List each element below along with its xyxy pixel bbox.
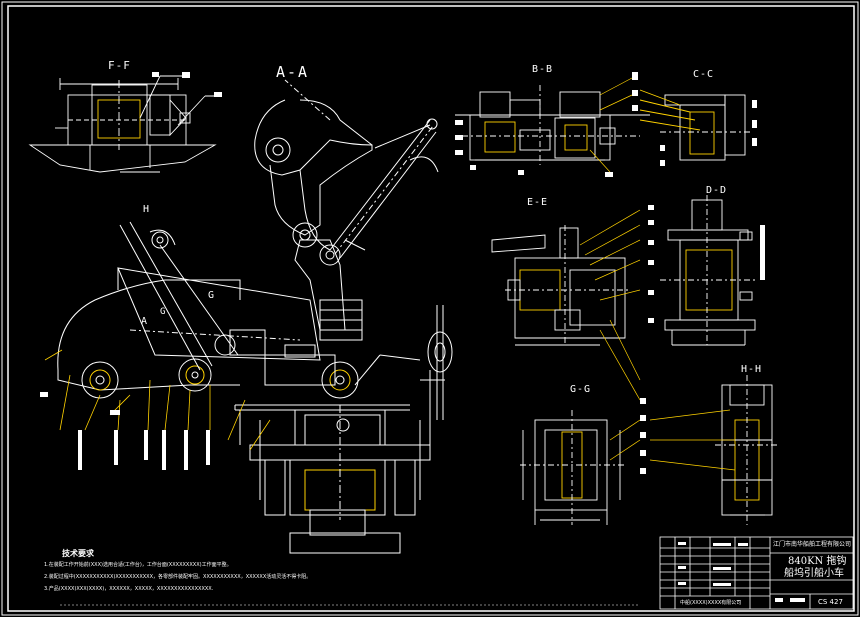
title-block-drawing-no: CS 427: [818, 598, 843, 606]
main-assembly: [57, 221, 453, 554]
title-block-fill: [678, 542, 805, 602]
section-label-ee: E-E: [527, 197, 549, 208]
bb-leaders: [589, 77, 633, 173]
section-label-aa: A-A: [276, 63, 310, 81]
bb-leader-tags: [455, 72, 638, 177]
title-block-company: 江门市南华船舶工程有限公司: [773, 541, 852, 548]
cc-tags: [660, 100, 757, 166]
view-letter-g1: G: [208, 290, 216, 301]
dd-tags: [648, 205, 765, 323]
view-dd: [660, 195, 756, 346]
ee-leaders: [579, 209, 641, 401]
section-label-bb: B-B: [532, 64, 554, 75]
notes-footer: 中船(XXXX)XXXX有限公司: [680, 600, 742, 606]
view-ee: [491, 225, 630, 346]
main-assembly-tags: [40, 392, 210, 470]
notes-line-1: 1.在装配工作开始前(XXX)选用合适(工作台)，工作台面(XXXXXXXXX)…: [44, 562, 232, 568]
title-block-title-1: 840KN 拖钩: [788, 556, 847, 567]
notes-line-2: 2.装配过程中(XXXXXXXXXXX)XXXXXXXXXXX，各零部件装配牢固…: [44, 574, 312, 580]
section-label-gg: G-G: [570, 384, 592, 395]
section-label-dd: D-D: [706, 185, 728, 196]
view-aa-hook: [254, 79, 439, 341]
view-gg: [520, 410, 625, 525]
notes-title: 技术要求: [62, 549, 94, 558]
view-letter-g2: G: [160, 307, 167, 317]
section-label-cc: C-C: [693, 69, 715, 80]
title-block-grid: [659, 536, 854, 610]
notes-line-3: 3.产品(XXXX)XXX(XXXX)，XXXXXX，XXXXX，XXXXXXX…: [44, 586, 214, 592]
view-hh: [715, 375, 780, 525]
view-letter-h: H: [143, 204, 151, 215]
view-letter-a: A: [141, 316, 149, 327]
title-block-title-2: 船坞引船小车: [784, 568, 844, 579]
view-cc: [639, 89, 750, 161]
gh-tags: [640, 398, 646, 474]
section-label-hh: H-H: [741, 364, 763, 375]
section-label-ff: F-F: [108, 59, 131, 72]
gh-leaders: [609, 409, 736, 471]
view-bb: [455, 85, 650, 165]
ff-leader-tags: [152, 72, 222, 97]
